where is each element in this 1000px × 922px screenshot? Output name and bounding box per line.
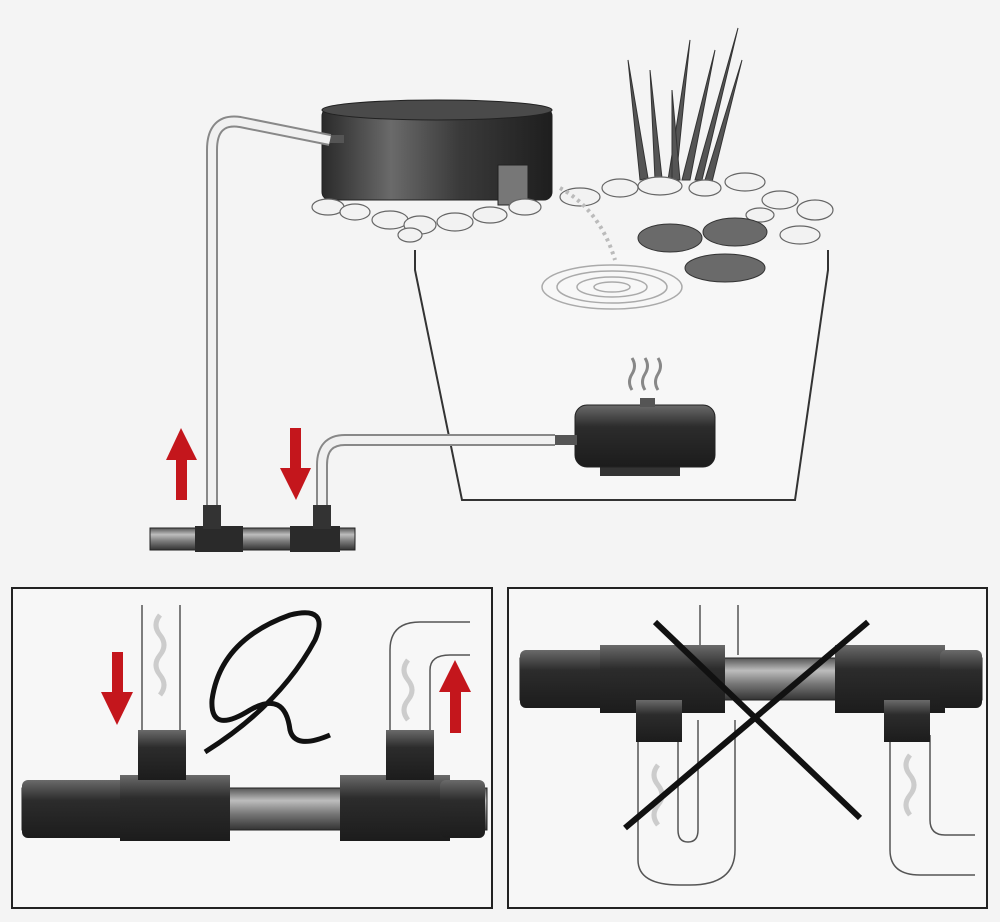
arrow-up-icon <box>439 660 471 733</box>
correct-installation-panel <box>11 587 493 909</box>
water-ripples <box>541 186 683 310</box>
lily-pads <box>637 217 768 283</box>
cross-icon <box>623 619 870 831</box>
uv-clarifier-small <box>149 505 356 552</box>
incorrect-installation-panel <box>507 587 988 909</box>
return-hose <box>206 115 332 505</box>
pebble-border <box>311 172 834 245</box>
power-cord <box>203 610 331 755</box>
arrow-up-icon <box>166 428 197 500</box>
uv-clarifier-inverted <box>519 645 983 742</box>
arrow-down-icon <box>101 652 133 725</box>
reed-plants <box>627 27 743 183</box>
arrow-down-icon <box>280 428 311 500</box>
pond-pump <box>555 357 716 476</box>
uv-clarifier-large <box>21 730 488 841</box>
pond-scene <box>149 27 834 552</box>
pond-filter <box>321 99 553 206</box>
